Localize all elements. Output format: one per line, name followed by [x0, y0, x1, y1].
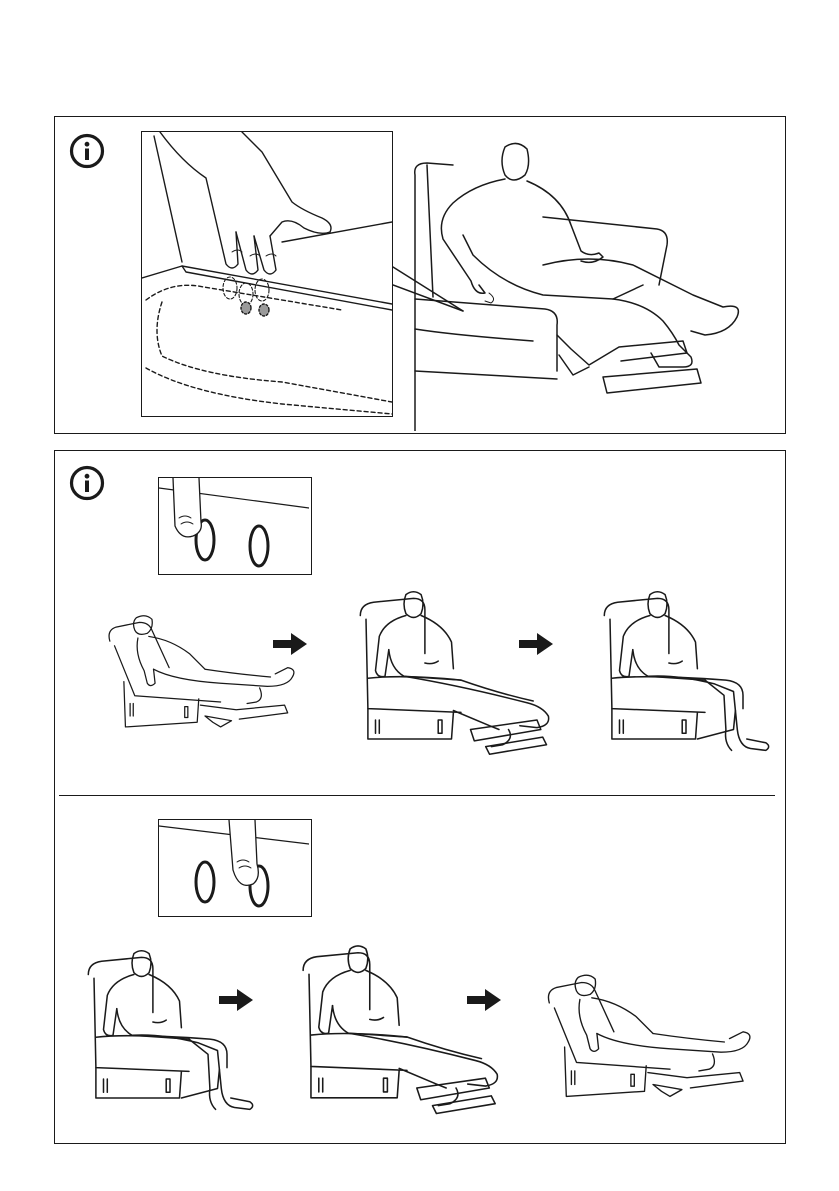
info-panel-2 [54, 450, 786, 1144]
chair-footrest-raised [341, 587, 581, 777]
hand-closeup-inset [141, 131, 393, 417]
finger-left-button-illustration [159, 478, 309, 574]
section-divider [59, 795, 775, 796]
chair-footrest-raised [287, 941, 527, 1137]
sofa-recline-scene [393, 135, 785, 431]
chair-fully-reclined [77, 599, 333, 755]
finger-right-button-illustration [159, 820, 309, 916]
info-circle-icon [69, 465, 105, 501]
info-panel-1 [54, 116, 786, 434]
sofa-recline-illustration [393, 135, 785, 431]
chair-fully-reclined [525, 957, 781, 1127]
info-circle-icon [69, 133, 105, 169]
chair-upright [75, 941, 265, 1141]
arrow-right-icon [467, 989, 501, 1011]
chair-upright [591, 587, 781, 777]
arrow-right-icon [519, 633, 553, 655]
hand-closeup-illustration [142, 132, 393, 417]
arrow-right-icon [273, 633, 307, 655]
button-inset-left-pressed [158, 477, 312, 575]
button-inset-right-pressed [158, 819, 312, 917]
arrow-right-icon [219, 989, 253, 1011]
